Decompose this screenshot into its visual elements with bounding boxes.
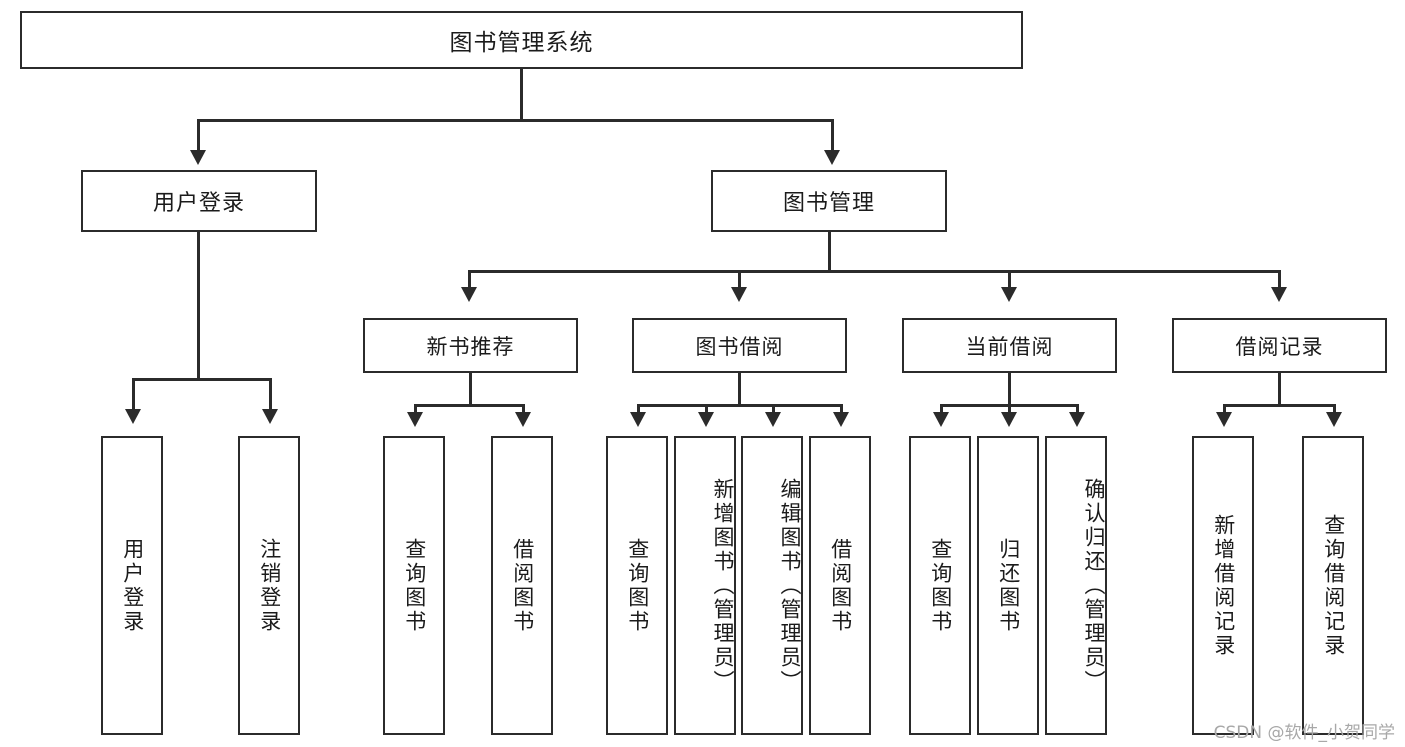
arrowhead-bb-leaf-1 (630, 412, 646, 427)
edge-br-to-leaf-2 (1333, 404, 1336, 413)
edge-root-to-user-login (197, 119, 200, 151)
leaf-borrow-record-query-record[interactable]: 查询借阅记录 (1302, 436, 1364, 735)
leaf-book-borrow-borrow-book[interactable]: 借阅图书 (809, 436, 871, 735)
arrowhead-br-leaf-1 (1216, 412, 1232, 427)
arrowhead-bb-leaf-2 (698, 412, 714, 427)
node-book-borrow[interactable]: 图书借阅 (632, 318, 847, 373)
leaf-borrow-record-add-record[interactable]: 新增借阅记录 (1192, 436, 1254, 735)
edge-root-to-book-management (831, 119, 834, 151)
arrowhead-user-login-leaf-2 (262, 409, 278, 424)
edge-root-stem (520, 69, 523, 120)
edge-cb-to-leaf-3 (1076, 404, 1079, 413)
edge-bb-stem (738, 373, 741, 406)
edge-cb-to-leaf-2 (1008, 404, 1011, 413)
edge-nbr-to-leaf-2 (522, 404, 525, 413)
leaf-book-borrow-query-book[interactable]: 查询图书 (606, 436, 668, 735)
edge-user-login-to-leaf-2 (269, 378, 272, 410)
arrowhead-root-to-book-management (824, 150, 840, 165)
arrowhead-cb-leaf-2 (1001, 412, 1017, 427)
edge-bb-to-leaf-2 (705, 404, 708, 413)
edge-cb-to-leaf-1 (940, 404, 943, 413)
edge-bb-bus (637, 404, 842, 407)
edge-bm-to-book-borrow (738, 270, 741, 288)
edge-cb-stem (1008, 373, 1011, 406)
node-user-login[interactable]: 用户登录 (81, 170, 317, 232)
edge-root-bus (197, 119, 834, 122)
edge-book-management-stem (828, 232, 831, 272)
edge-bm-to-borrow-record (1278, 270, 1281, 288)
leaf-user-login-logout[interactable]: 注销登录 (238, 436, 300, 735)
csdn-watermark: CSDN @软件_小贺同学 (1213, 723, 1395, 743)
leaf-book-borrow-edit-book-admin[interactable]: 编辑图书（管理员） (741, 436, 803, 735)
edge-br-stem (1278, 373, 1281, 406)
arrowhead-root-to-user-login (190, 150, 206, 165)
arrowhead-bm-book-borrow (731, 287, 747, 302)
edge-nbr-stem (469, 373, 472, 406)
arrowhead-cb-leaf-3 (1069, 412, 1085, 427)
node-book-management[interactable]: 图书管理 (711, 170, 947, 232)
arrowhead-user-login-leaf-1 (125, 409, 141, 424)
edge-nbr-to-leaf-1 (414, 404, 417, 413)
edge-bm-to-new-book-recommend (468, 270, 471, 288)
arrowhead-bb-leaf-4 (833, 412, 849, 427)
arrowhead-br-leaf-2 (1326, 412, 1342, 427)
arrowhead-bb-leaf-3 (765, 412, 781, 427)
arrowhead-nbr-leaf-2 (515, 412, 531, 427)
edge-user-login-to-leaf-1 (132, 378, 135, 410)
edge-user-login-stem (197, 232, 200, 380)
node-borrow-record[interactable]: 借阅记录 (1172, 318, 1387, 373)
edge-user-login-bus (132, 378, 271, 381)
node-new-book-recommend[interactable]: 新书推荐 (363, 318, 578, 373)
leaf-current-borrow-confirm-return-admin[interactable]: 确认归还（管理员） (1045, 436, 1107, 735)
leaf-user-login-login[interactable]: 用户登录 (101, 436, 163, 735)
edge-book-management-bus (468, 270, 1280, 273)
edge-bb-to-leaf-4 (840, 404, 843, 413)
arrowhead-bm-borrow-record (1271, 287, 1287, 302)
edge-bm-to-current-borrow (1008, 270, 1011, 288)
edge-br-to-leaf-1 (1223, 404, 1226, 413)
leaf-book-borrow-add-book-admin[interactable]: 新增图书（管理员） (674, 436, 736, 735)
leaf-current-borrow-query-book[interactable]: 查询图书 (909, 436, 971, 735)
arrowhead-nbr-leaf-1 (407, 412, 423, 427)
edge-bb-to-leaf-3 (772, 404, 775, 413)
leaf-current-borrow-return-book[interactable]: 归还图书 (977, 436, 1039, 735)
arrowhead-bm-current-borrow (1001, 287, 1017, 302)
node-current-borrow[interactable]: 当前借阅 (902, 318, 1117, 373)
edge-nbr-bus (414, 404, 524, 407)
edge-bb-to-leaf-1 (637, 404, 640, 413)
edge-br-bus (1223, 404, 1335, 407)
arrowhead-cb-leaf-1 (933, 412, 949, 427)
leaf-new-book-borrow-book[interactable]: 借阅图书 (491, 436, 553, 735)
leaf-new-book-query-book[interactable]: 查询图书 (383, 436, 445, 735)
node-root-book-management-system[interactable]: 图书管理系统 (20, 11, 1023, 69)
arrowhead-bm-new-book-recommend (461, 287, 477, 302)
